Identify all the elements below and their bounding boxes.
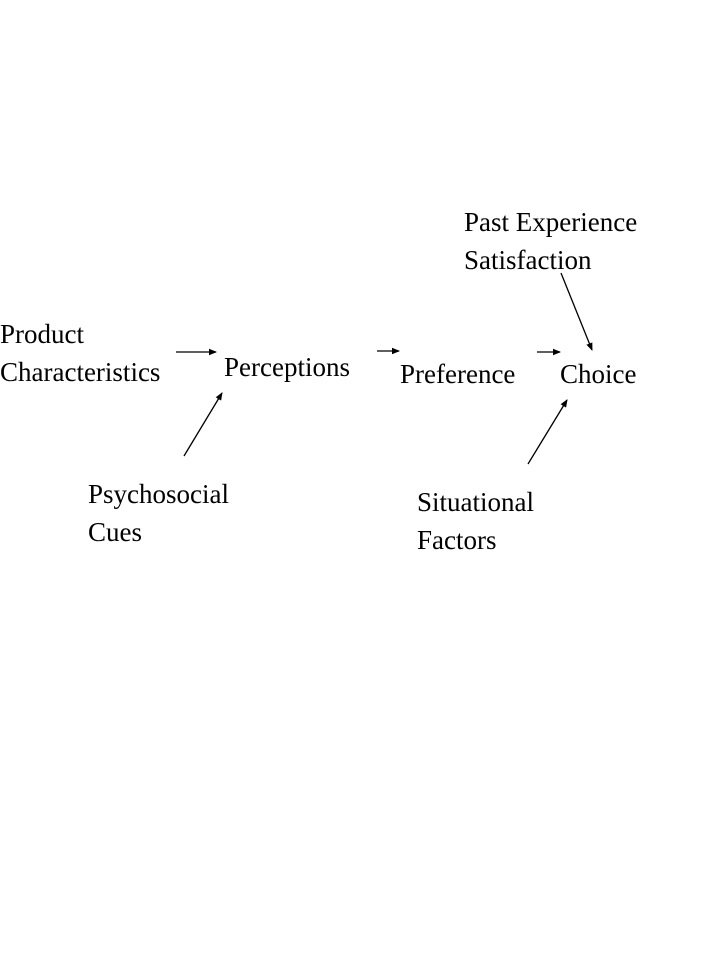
arrow-past-experience-to-choice (560, 272, 593, 351)
node-situational-factors: Situational Factors (417, 483, 534, 559)
node-psychosocial-cues: Psychosocial Cues (88, 475, 229, 551)
node-preference: Preference (400, 355, 515, 393)
arrow-psychosocial-to-perceptions (183, 392, 223, 457)
node-choice-label: Choice (560, 359, 637, 389)
node-past-experience-satisfaction: Past Experience Satisfaction (464, 203, 637, 279)
node-perceptions: Perceptions (224, 348, 350, 386)
node-product-line2: Characteristics (0, 357, 161, 387)
node-product-characteristics: Product Characteristics (0, 315, 160, 391)
arrow-situational-to-choice (527, 399, 568, 465)
node-situational-line2: Factors (417, 525, 497, 555)
node-past-experience-line1: Past Experience (464, 207, 638, 237)
node-preference-label: Preference (400, 359, 516, 389)
node-past-experience-line2: Satisfaction (464, 245, 592, 275)
node-perceptions-label: Perceptions (224, 352, 350, 382)
node-choice: Choice (560, 355, 636, 393)
node-psychosocial-line1: Psychosocial (88, 479, 229, 509)
node-psychosocial-line2: Cues (88, 517, 142, 547)
node-product-line1: Product (0, 319, 84, 349)
node-situational-line1: Situational (417, 487, 534, 517)
